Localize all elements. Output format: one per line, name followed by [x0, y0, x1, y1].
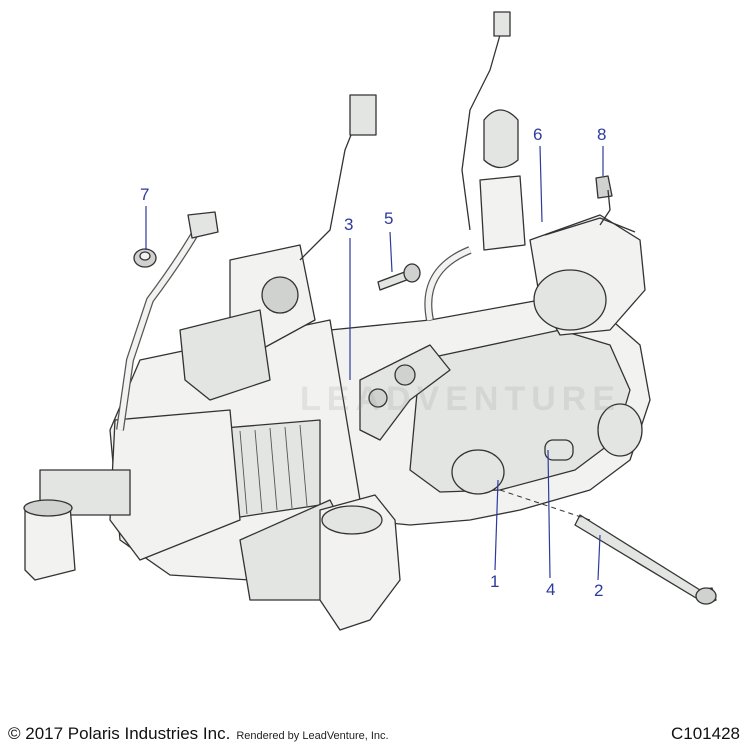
fitting-8-elbow	[599, 189, 611, 226]
sensor-connector-top	[493, 11, 511, 37]
vent-hose-elbow	[187, 211, 219, 239]
copyright-text: © 2017 Polaris Industries Inc.	[8, 724, 231, 743]
footer-credits: © 2017 Polaris Industries Inc. Rendered b…	[8, 724, 389, 744]
throttle-sensor	[261, 276, 299, 314]
cvt-bolt-boss	[597, 403, 643, 457]
cvt-outlet-opening	[321, 505, 383, 535]
engine-mount-bracket	[359, 344, 451, 441]
cvt-intake-opening	[533, 269, 607, 331]
cvt-cover-stud	[544, 439, 574, 461]
callout-4: 4	[546, 580, 556, 599]
callout-5: 5	[384, 209, 394, 228]
callout-7: 7	[140, 185, 150, 204]
cvt-intake-hose	[544, 217, 636, 236]
callout-8: 8	[597, 125, 607, 144]
oil-cooler	[39, 469, 131, 516]
bolt-5-head	[403, 263, 421, 283]
breather-hose-inner	[425, 247, 472, 321]
mount-bushing-lower	[368, 388, 388, 408]
watermark: LEADVENTURE	[300, 380, 622, 418]
cvt-cover-inner	[409, 329, 631, 493]
fitting-8	[595, 175, 613, 199]
nut-7-hole	[139, 251, 151, 261]
harness-connector-left	[349, 94, 377, 136]
reservoir-wire	[461, 34, 501, 231]
leader-6	[539, 145, 543, 223]
leader-4	[547, 449, 551, 579]
mounting-rod-head	[695, 587, 717, 605]
drawing-id: C101428	[670, 724, 740, 743]
rendered-by-text: Rendered by LeadVenture, Inc.	[236, 730, 389, 742]
callout-3: 3	[344, 215, 354, 234]
callout-2: 2	[594, 581, 604, 600]
assembly-axis	[499, 489, 591, 521]
leader-5	[389, 231, 393, 273]
reservoir-cap	[483, 109, 519, 169]
intake-manifold	[179, 309, 271, 401]
leader-2	[597, 534, 601, 581]
oil-filter-top	[23, 499, 73, 517]
callout-1: 1	[490, 572, 500, 591]
cvt-clutch-boss	[451, 449, 505, 495]
leader-1	[494, 479, 499, 571]
reservoir-body	[479, 175, 526, 251]
mount-bushing	[394, 364, 416, 386]
callout-6: 6	[533, 125, 543, 144]
